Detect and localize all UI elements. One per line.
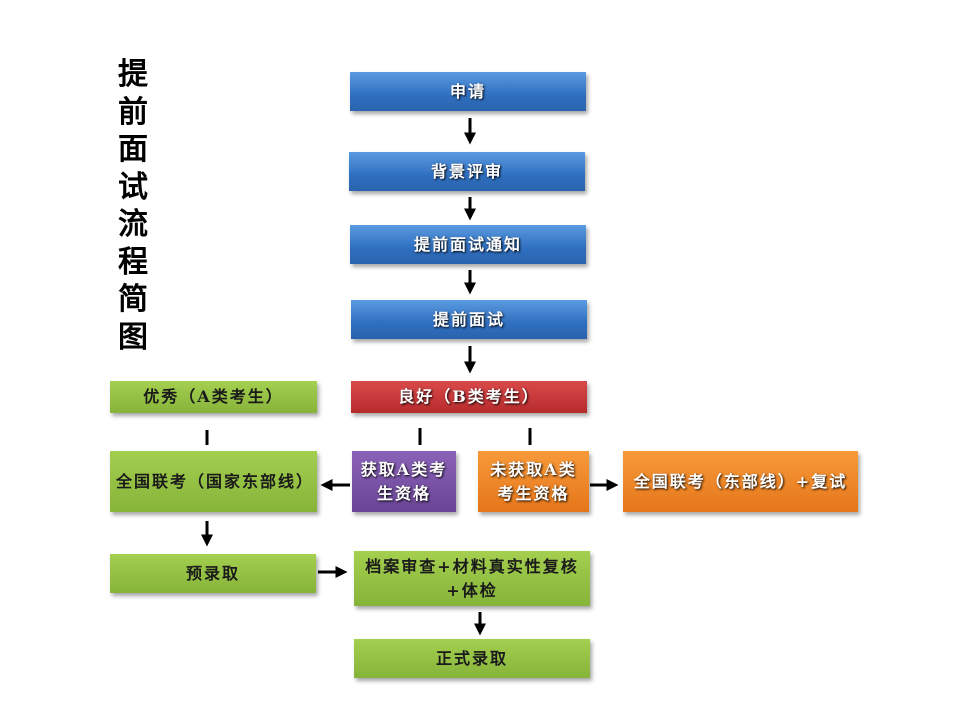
diagram-title: 提 前 面 试 流 程 简 图 [114, 56, 152, 356]
title-char: 提 [118, 57, 148, 92]
node-not-get-a: 未获取A类考生资格 [478, 451, 589, 512]
node-get-a: 获取A类考生资格 [352, 451, 456, 512]
node-excellent: 优秀（A类考生） [110, 381, 317, 413]
node-national-exam-b: 全国联考（东部线）+复试 [623, 451, 858, 512]
node-background-review: 背景评审 [349, 152, 585, 191]
node-formal-admission: 正式录取 [354, 639, 590, 678]
node-interview-notice: 提前面试通知 [350, 225, 586, 264]
title-char: 流 [118, 207, 148, 242]
title-char: 简 [118, 282, 148, 317]
node-good: 良好（B类考生） [351, 381, 587, 413]
title-char: 前 [118, 94, 148, 130]
node-national-exam-a: 全国联考（国家东部线） [110, 451, 317, 512]
node-apply: 申请 [350, 72, 586, 111]
node-interview: 提前面试 [351, 300, 587, 339]
title-char: 面 [118, 132, 148, 167]
node-review: 档案审查+材料真实性复核+体检 [354, 551, 590, 606]
title-char: 试 [118, 169, 148, 205]
title-char: 程 [118, 244, 148, 280]
title-char: 图 [118, 319, 148, 355]
node-pre-admission: 预录取 [110, 554, 316, 593]
